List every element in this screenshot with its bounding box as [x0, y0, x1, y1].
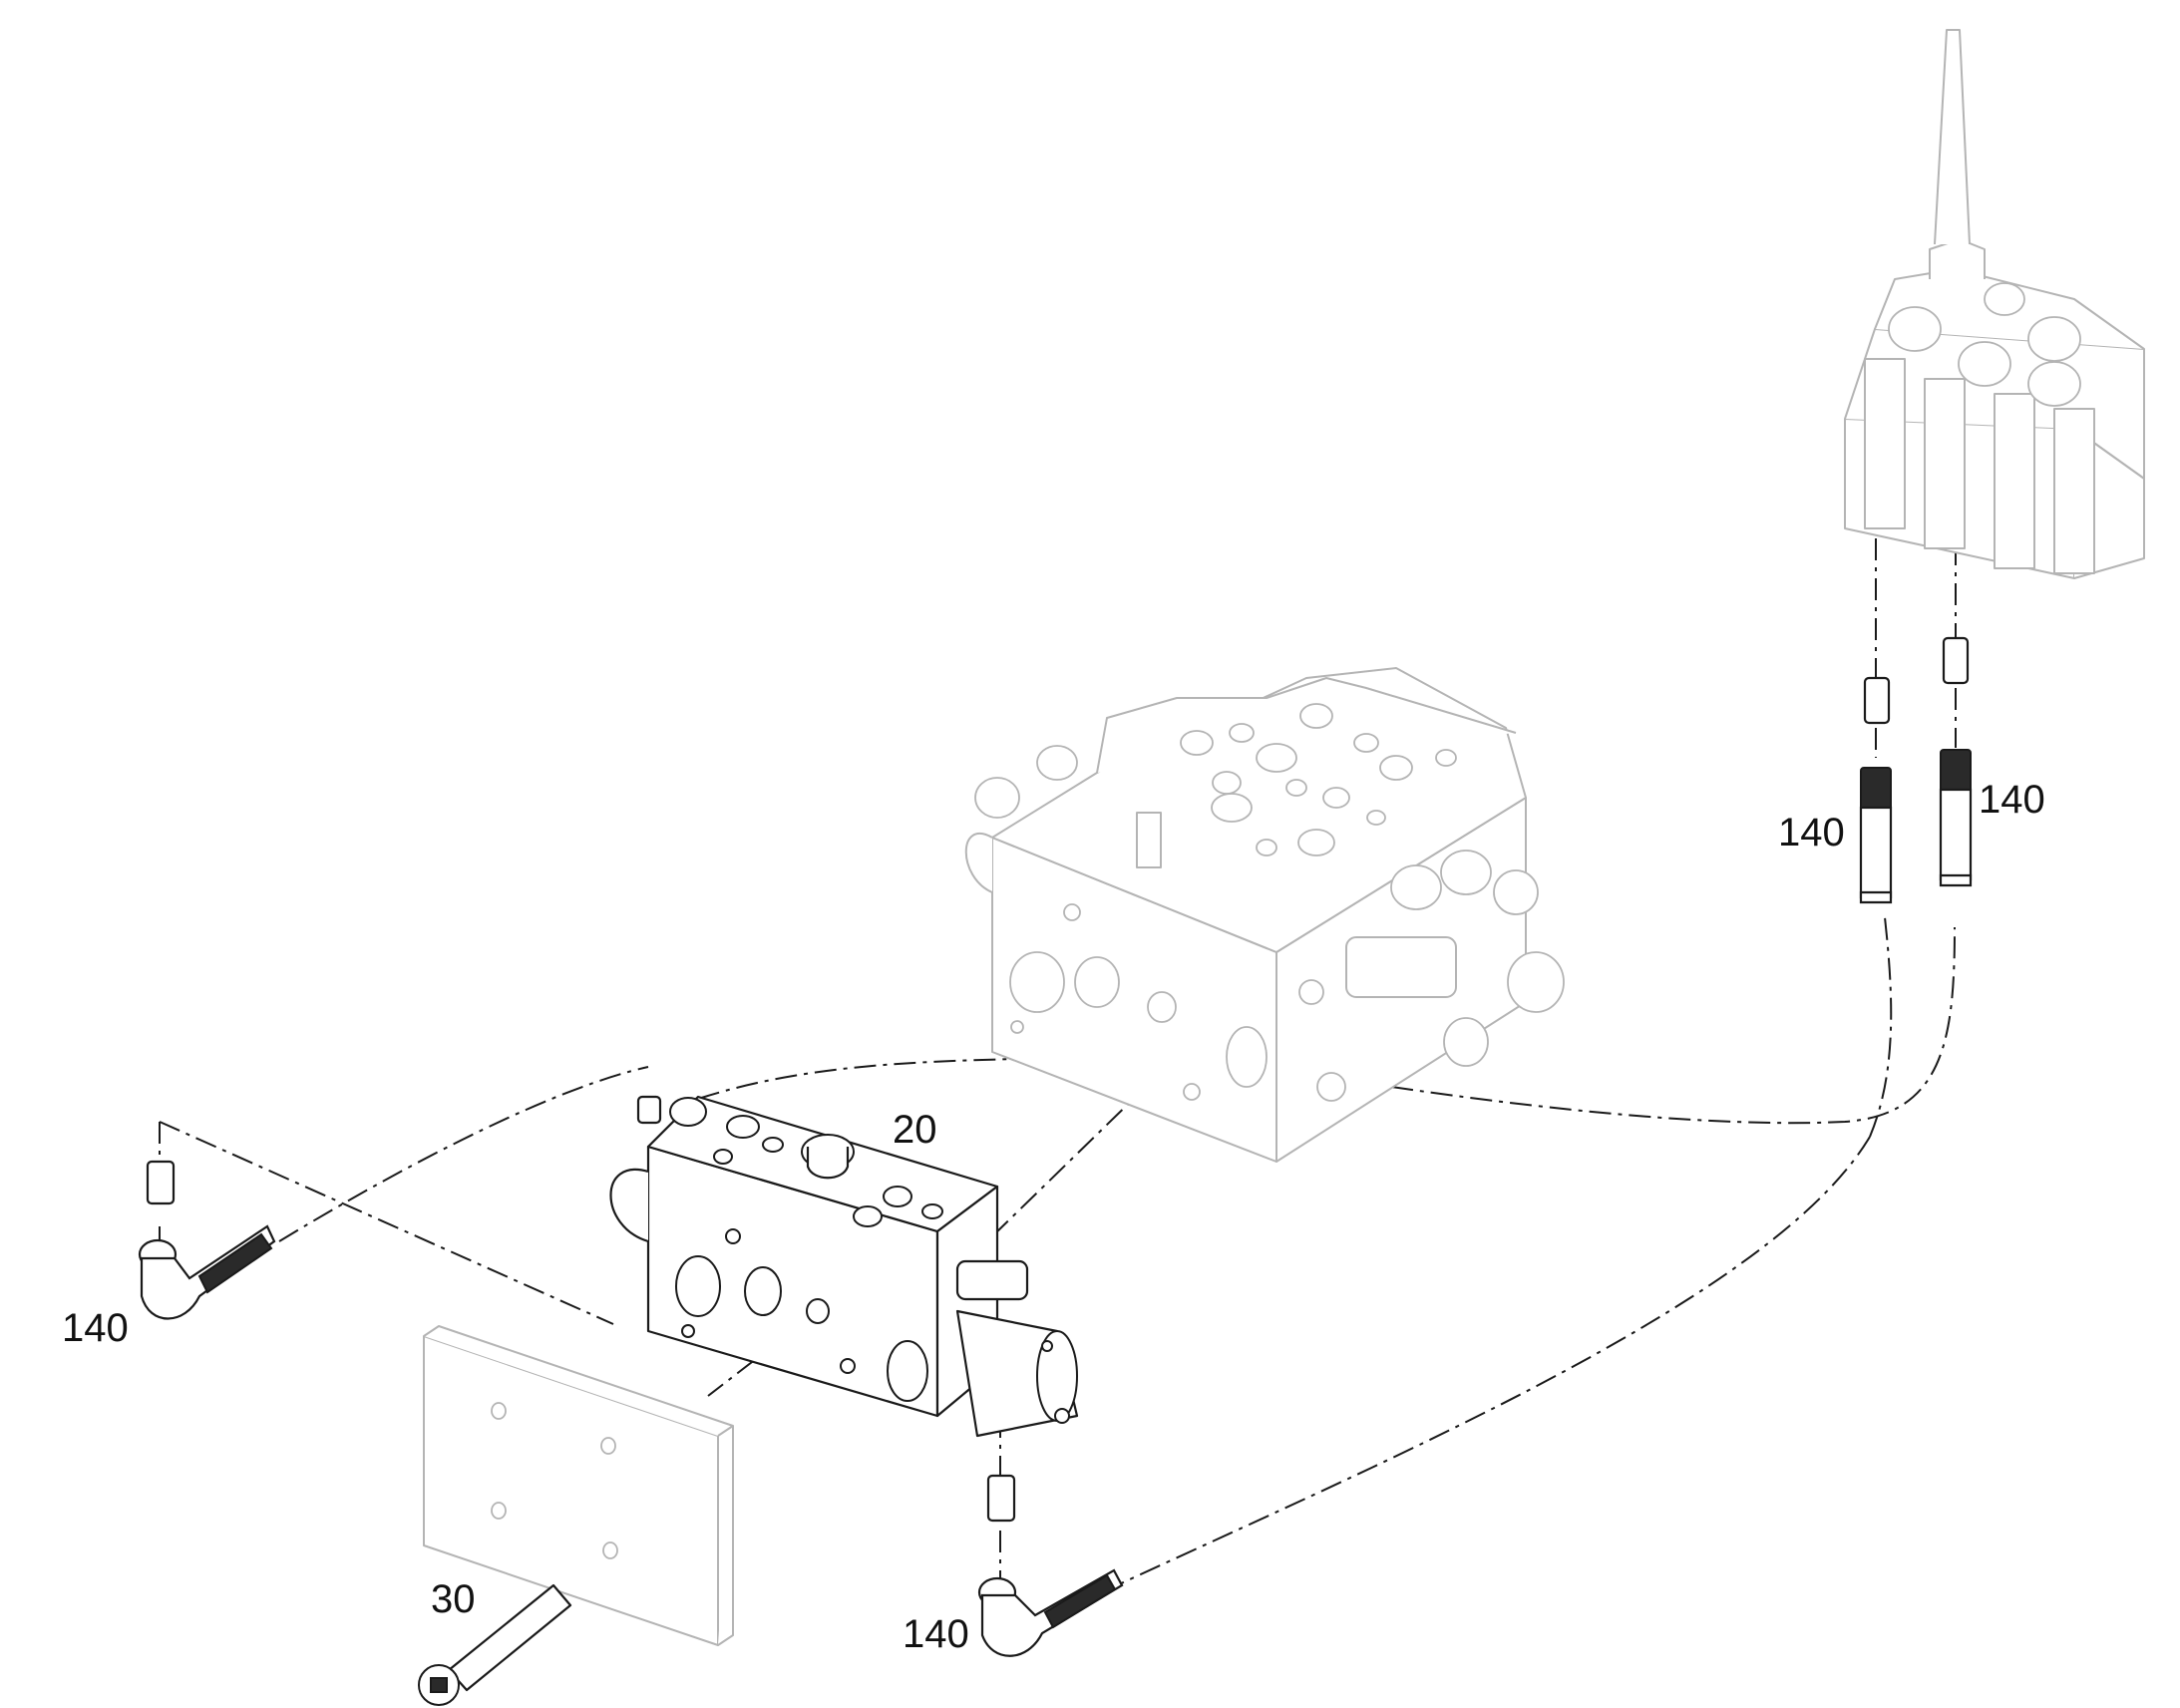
hose-right-a — [1859, 767, 1893, 904]
callout-140-right-b: 140 — [1979, 778, 2045, 822]
fittings — [146, 636, 1970, 1523]
callout-30: 30 — [431, 1577, 476, 1621]
callout-140-left: 140 — [62, 1306, 129, 1350]
gasket-plate — [423, 1325, 734, 1646]
callout-20: 20 — [893, 1108, 937, 1152]
cap-screw-30 — [418, 1583, 572, 1706]
plug-valve-section — [636, 1095, 662, 1125]
callout-140-right-a: 140 — [1778, 811, 1845, 854]
valve-section-20 — [609, 1095, 1079, 1438]
adapter-bottom — [986, 1474, 1016, 1523]
adapter-right-b — [1942, 636, 1970, 685]
hose-right-b — [1939, 749, 1973, 887]
hose-left — [138, 1224, 276, 1320]
adapter-left — [146, 1160, 176, 1205]
adapter-right-a — [1863, 676, 1891, 725]
callout-140-bottom: 140 — [903, 1612, 969, 1656]
callout-labels: 20 30 140 140 140 140 — [62, 778, 2045, 1656]
pilot-control-valve — [1844, 29, 2145, 579]
main-control-valve — [964, 667, 1565, 1163]
hose-bottom — [977, 1568, 1124, 1657]
